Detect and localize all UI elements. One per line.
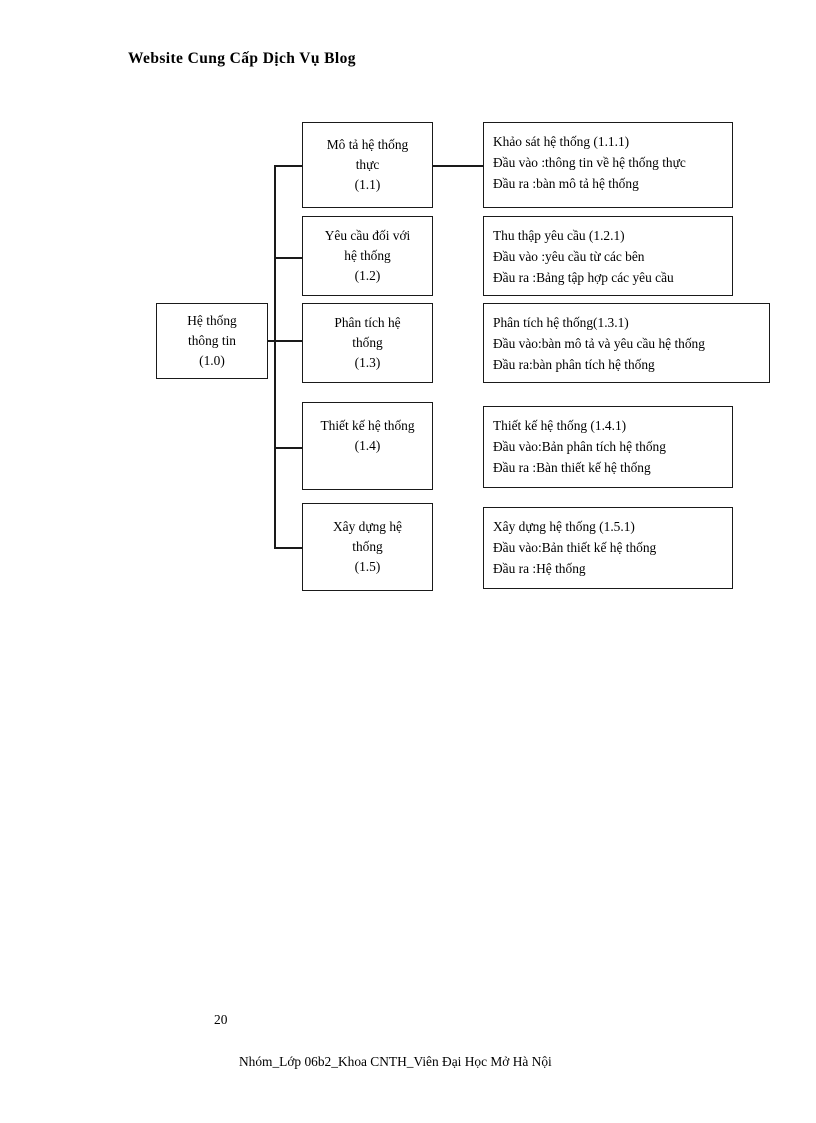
detail-box-1-3-1[interactable]: Phân tích hệ thống(1.3.1) Đầu vào:bàn mô…: [483, 303, 770, 383]
detail-box-1-2-1[interactable]: Thu thập yêu cầu (1.2.1) Đầu vào :yêu cầ…: [483, 216, 733, 296]
detail-input: Đầu vào:Bản phân tích hệ thống: [493, 438, 666, 454]
detail-output: Đầu ra:bàn phân tích hệ thống: [493, 356, 655, 372]
detail-title: Phân tích hệ thống(1.3.1): [493, 315, 629, 330]
node-label-line1: Thiết kế hệ thống: [320, 418, 415, 433]
node-1-4-design-system[interactable]: Thiết kế hệ thống (1.4): [302, 402, 433, 490]
connector-trunk-to-node-1-2: [274, 257, 302, 259]
node-label-line3: (1.1): [354, 176, 381, 192]
node-label-line2: thực: [355, 157, 380, 173]
detail-output: Đầu ra :Bảng tập hợp các yêu cầu: [493, 269, 674, 285]
node-label-line2: hệ thống: [344, 248, 391, 264]
node-label-line2: (1.4): [354, 437, 381, 453]
document-footer: Nhóm_Lớp 06b2_Khoa CNTH_Viên Đại Học Mở …: [239, 1054, 552, 1069]
node-system-information[interactable]: Hệ thống thông tin (1.0): [156, 303, 268, 379]
page-number: 20: [214, 1012, 228, 1027]
detail-input: Đầu vào :yêu cầu từ các bên: [493, 248, 645, 264]
detail-box-1-4-1[interactable]: Thiết kế hệ thống (1.4.1) Đầu vào:Bản ph…: [483, 406, 733, 488]
node-label-line1: Hệ thống: [187, 313, 237, 329]
detail-output: Đầu ra :Hệ thống: [493, 560, 586, 576]
detail-title: Thu thập yêu cầu (1.2.1): [493, 228, 625, 243]
connector-trunk-to-node-1-5: [274, 547, 302, 549]
node-1-5-build-system[interactable]: Xây dựng hệ thống (1.5): [302, 503, 433, 591]
system-decomposition-diagram: Hệ thống thông tin (1.0) Mô tả hệ thống …: [156, 122, 770, 591]
detail-input: Đầu vào:bàn mô tả và yêu cầu hệ thống: [493, 335, 705, 351]
detail-title: Khảo sát hệ thống (1.1.1): [493, 134, 630, 149]
connector-trunk-to-node-1-3: [274, 340, 302, 342]
node-1-1-describe-real-system[interactable]: Mô tả hệ thống thực (1.1): [302, 122, 433, 208]
detail-input: Đầu vào :thông tin về hệ thống thực: [493, 154, 686, 170]
detail-box-1-1-1[interactable]: Khảo sát hệ thống (1.1.1) Đầu vào :thông…: [483, 122, 733, 208]
node-1-2-system-requirements[interactable]: Yêu cầu đối với hệ thống (1.2): [302, 216, 433, 296]
node-1-3-analyze-system[interactable]: Phân tích hệ thống (1.3): [302, 303, 433, 383]
connector-trunk-to-node-1-1: [274, 165, 302, 167]
node-label-line1: Yêu cầu đối với: [324, 228, 411, 244]
node-label-line3: (1.0): [199, 352, 225, 368]
connector-trunk-to-node-1-4: [274, 447, 302, 449]
detail-title: Thiết kế hệ thống (1.4.1): [493, 418, 627, 433]
node-label-line3: (1.2): [354, 267, 381, 283]
detail-output: Đầu ra :Bàn thiết kế hệ thống: [493, 459, 651, 475]
node-label-line1: Xây dựng hệ: [333, 519, 402, 535]
node-label-line1: Mô tả hệ thống: [326, 137, 409, 153]
node-label-line2: thống: [352, 335, 383, 351]
detail-output: Đầu ra :bàn mô tả hệ thống: [493, 175, 639, 191]
detail-title: Xây dựng hệ thống (1.5.1): [493, 519, 635, 534]
node-label-line3: (1.5): [354, 558, 381, 574]
tree-trunk-line: [274, 165, 276, 548]
node-label-line3: (1.3): [354, 354, 381, 370]
node-label-line1: Phân tích hệ: [334, 315, 401, 331]
detail-input: Đầu vào:Bản thiết kế hệ thống: [493, 539, 657, 555]
document-header: Website Cung Cấp Dịch Vụ Blog: [128, 50, 356, 67]
node-label-line2: thống: [352, 539, 383, 555]
node-label-line2: thông tin: [188, 333, 236, 349]
connector-node-1-1-to-detail: [433, 165, 483, 167]
detail-box-1-5-1[interactable]: Xây dựng hệ thống (1.5.1) Đầu vào:Bản th…: [483, 507, 733, 589]
